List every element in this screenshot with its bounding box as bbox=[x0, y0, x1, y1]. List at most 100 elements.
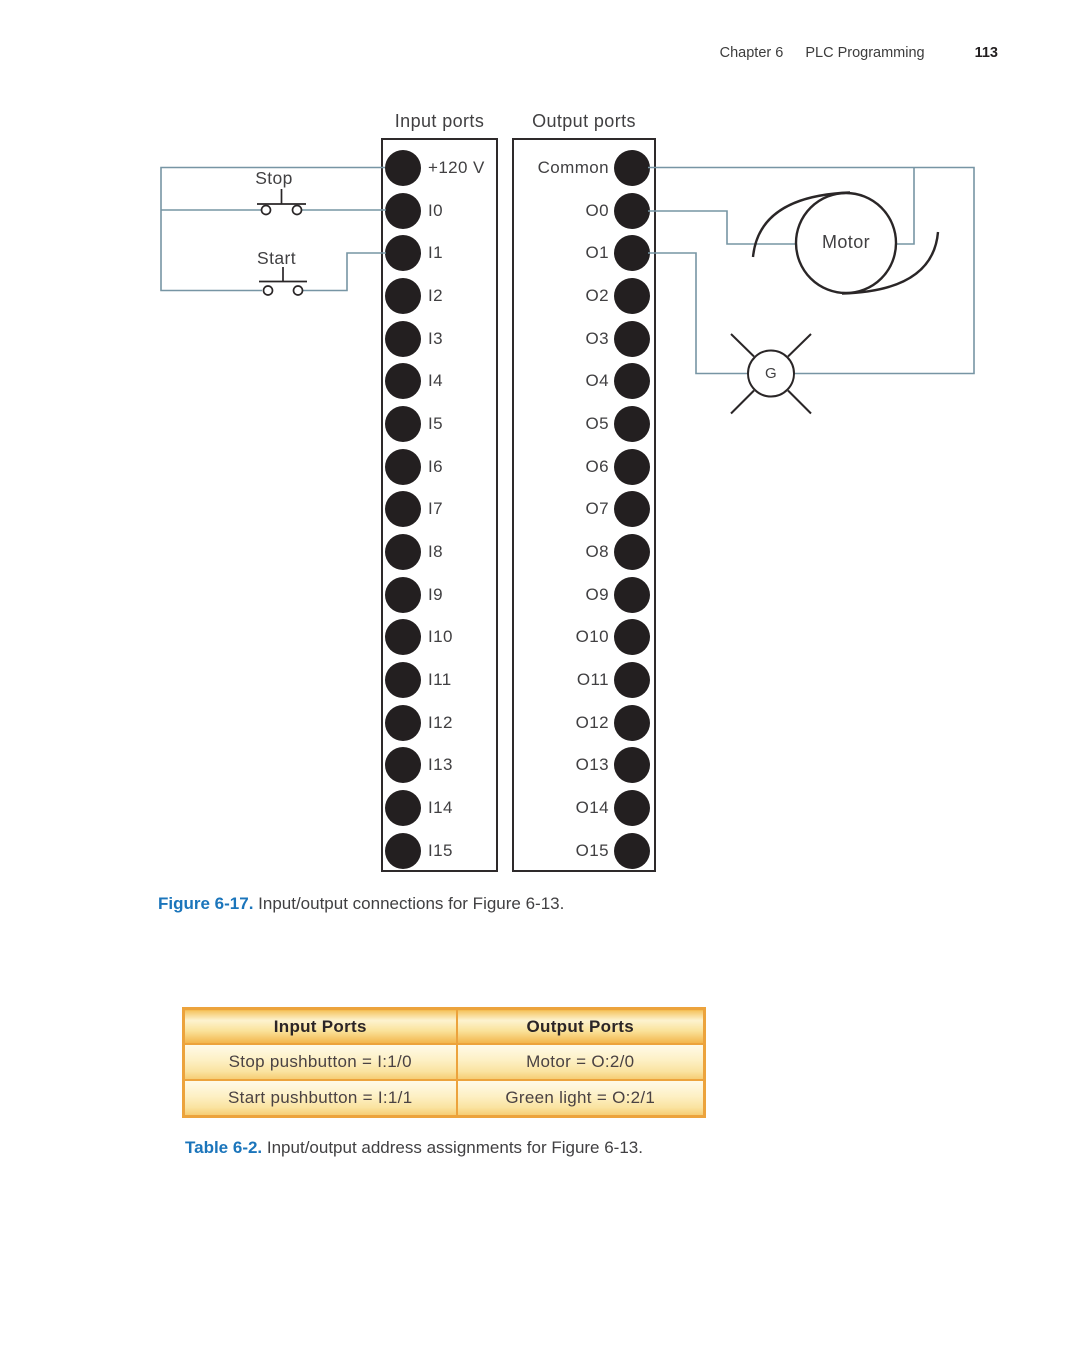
output-ports-panel: Common O0 O1 O2 O3 O4 O5 O6 O7 O8 O9 O10… bbox=[512, 138, 656, 872]
port-terminal-circle bbox=[385, 363, 421, 400]
stop-switch-label: Stop bbox=[255, 168, 293, 188]
motor-address-cell: Motor = O:2/0 bbox=[455, 1043, 706, 1081]
port-label: +120 V bbox=[428, 157, 485, 177]
port-terminal-circle bbox=[385, 832, 421, 869]
port-label: I2 bbox=[428, 285, 443, 305]
port-label: O6 bbox=[585, 456, 609, 476]
port-label: O5 bbox=[585, 413, 609, 433]
port-label: I0 bbox=[428, 200, 443, 220]
output-port-row: O4 bbox=[514, 360, 654, 403]
input-port-row: I6 bbox=[383, 445, 496, 488]
green-light-label: G bbox=[764, 365, 778, 382]
input-port-row: I13 bbox=[383, 744, 496, 787]
input-port-row: +120 V bbox=[383, 147, 496, 190]
section-label: PLC Programming bbox=[805, 45, 925, 61]
stop-pushbutton-symbol bbox=[257, 189, 306, 216]
wire-o0-to-motor bbox=[648, 210, 796, 245]
port-label: O9 bbox=[585, 584, 609, 604]
port-terminal-circle bbox=[614, 149, 650, 186]
input-port-row: I3 bbox=[383, 317, 496, 360]
port-label: I11 bbox=[428, 670, 452, 690]
port-terminal-circle bbox=[614, 747, 650, 784]
port-label: I8 bbox=[428, 542, 443, 562]
input-ports-panel: +120 V I0 I1 I2 I3 I4 I5 I6 I7 I8 I9 I10… bbox=[381, 138, 498, 872]
output-port-row: O1 bbox=[514, 232, 654, 275]
lamp-ray-upper-left bbox=[730, 333, 755, 358]
port-terminal-circle bbox=[614, 235, 650, 272]
port-label: O4 bbox=[585, 371, 609, 391]
lamp-ray-upper-right bbox=[787, 333, 812, 358]
port-terminal-circle bbox=[385, 277, 421, 314]
port-terminal-circle bbox=[614, 491, 650, 528]
port-terminal-circle bbox=[614, 277, 650, 314]
port-label: O10 bbox=[575, 627, 609, 647]
output-port-row: O9 bbox=[514, 573, 654, 616]
port-terminal-circle bbox=[614, 619, 650, 656]
port-terminal-circle bbox=[385, 790, 421, 827]
page-number: 113 bbox=[974, 45, 998, 61]
output-ports-column-header: Output Ports bbox=[455, 1007, 706, 1045]
output-port-row: O0 bbox=[514, 189, 654, 232]
output-port-row: Common bbox=[514, 147, 654, 190]
port-terminal-circle bbox=[385, 320, 421, 357]
port-label: I4 bbox=[428, 371, 443, 391]
port-label: I12 bbox=[428, 712, 453, 732]
port-terminal-circle bbox=[614, 192, 650, 229]
input-port-row: I10 bbox=[383, 616, 496, 659]
wire-common-to-motor bbox=[896, 167, 915, 245]
output-port-row: O2 bbox=[514, 275, 654, 318]
table-row: Start pushbutton = I:1/1 Green light = O… bbox=[182, 1079, 706, 1118]
port-terminal-circle bbox=[385, 576, 421, 613]
input-port-row: I8 bbox=[383, 531, 496, 574]
port-terminal-circle bbox=[385, 491, 421, 528]
input-port-row: I15 bbox=[383, 830, 496, 873]
figure-caption: Figure 6-17. Input/output connections fo… bbox=[158, 894, 564, 914]
start-terminal-right bbox=[292, 285, 304, 296]
output-port-row: O15 bbox=[514, 830, 654, 873]
port-terminal-circle bbox=[385, 149, 421, 186]
port-label: I7 bbox=[428, 499, 443, 519]
port-terminal-circle bbox=[614, 662, 650, 699]
port-terminal-circle bbox=[614, 704, 650, 741]
port-terminal-circle bbox=[614, 534, 650, 571]
port-terminal-circle bbox=[385, 619, 421, 656]
table-caption-text: Input/output address assignments for Fig… bbox=[262, 1138, 643, 1157]
lamp-ray-lower-left bbox=[730, 389, 755, 415]
stop-terminal-right bbox=[291, 204, 303, 216]
stop-address-cell: Stop pushbutton = I:1/0 bbox=[182, 1043, 458, 1081]
port-terminal-circle bbox=[385, 192, 421, 229]
input-port-row: I1 bbox=[383, 232, 496, 275]
green-light-address-cell: Green light = O:2/1 bbox=[455, 1079, 706, 1118]
wire-o1-to-lamp bbox=[648, 252, 748, 375]
wire-common-to-lamp bbox=[648, 166, 975, 375]
port-label: O0 bbox=[585, 200, 609, 220]
port-label: I15 bbox=[428, 840, 453, 860]
port-terminal-circle bbox=[385, 747, 421, 784]
input-port-row: I9 bbox=[383, 573, 496, 616]
lamp-ray-lower-right bbox=[787, 389, 812, 415]
port-terminal-circle bbox=[385, 448, 421, 485]
port-terminal-circle bbox=[614, 576, 650, 613]
stop-terminal-left bbox=[260, 204, 272, 216]
output-port-row: O10 bbox=[514, 616, 654, 659]
port-label: I13 bbox=[428, 755, 453, 775]
port-label: O13 bbox=[575, 755, 609, 775]
running-head: Chapter 6 PLC Programming 113 bbox=[0, 45, 998, 61]
table-caption: Table 6-2. Input/output address assignme… bbox=[185, 1138, 643, 1158]
figure-caption-text: Input/output connections for Figure 6-13… bbox=[253, 894, 565, 913]
figure-caption-number: Figure 6-17. bbox=[158, 894, 254, 913]
port-label: I1 bbox=[428, 243, 443, 263]
output-port-row: O12 bbox=[514, 701, 654, 744]
port-terminal-circle bbox=[614, 320, 650, 357]
port-label: O15 bbox=[575, 840, 609, 860]
port-terminal-circle bbox=[385, 662, 421, 699]
port-terminal-circle bbox=[385, 704, 421, 741]
input-port-row: I12 bbox=[383, 701, 496, 744]
output-port-row: O11 bbox=[514, 659, 654, 702]
input-port-row: I7 bbox=[383, 488, 496, 531]
output-port-row: O14 bbox=[514, 787, 654, 830]
input-port-row: I2 bbox=[383, 275, 496, 318]
start-address-cell: Start pushbutton = I:1/1 bbox=[182, 1079, 458, 1118]
port-label: I6 bbox=[428, 456, 443, 476]
